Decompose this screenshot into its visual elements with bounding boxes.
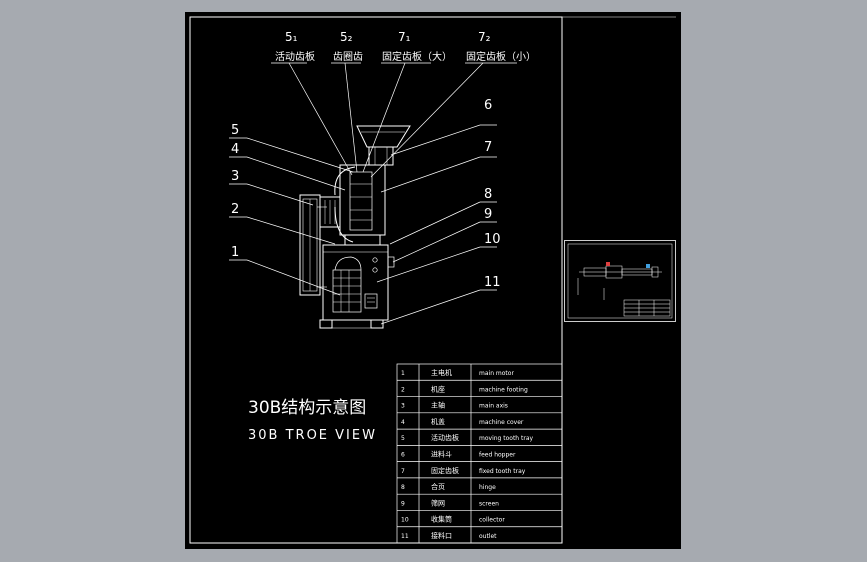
callout-11: 11: [484, 275, 501, 290]
label-7-2-num: 7₂: [478, 30, 491, 44]
table-cell-name: 机座: [431, 384, 445, 393]
table-cell-en: main motor: [479, 370, 514, 377]
table-row: 5 活动齿板 moving tooth tray: [401, 433, 534, 442]
label-7-1-text: 固定齿板（大）: [382, 50, 452, 63]
table-cell-no: 8: [401, 484, 405, 491]
callout-5: 5: [231, 123, 239, 138]
table-cell-name: 筛网: [431, 498, 445, 507]
label-7-1-num: 7₁: [398, 30, 411, 44]
callout-3: 3: [231, 169, 239, 184]
table-cell-no: 10: [401, 517, 409, 524]
callout-2: 2: [231, 202, 239, 217]
table-cell-en: moving tooth tray: [479, 435, 534, 442]
table-cell-en: collector: [479, 517, 505, 524]
table-cell-name: 合页: [431, 482, 445, 491]
table-cell-name: 固定齿板: [431, 466, 459, 475]
callout-7: 7: [484, 140, 492, 155]
callout-leaders: [229, 124, 497, 325]
table-cell-en: main axis: [479, 403, 508, 410]
table-cell-name: 活动齿板: [431, 433, 459, 442]
table-cell-no: 6: [401, 452, 405, 459]
callout-numbers: 5 4 3 2 1 6 7 8 9 10 11: [231, 98, 501, 290]
table-row: 11 接料口 outlet: [401, 531, 497, 540]
table-cell-en: feed hopper: [479, 452, 516, 459]
callout-4: 4: [231, 142, 239, 157]
label-5-2-text: 齿圈齿: [333, 51, 363, 63]
table-row: 1 主电机 main motor: [401, 368, 514, 377]
machine-drawing: [299, 125, 411, 329]
table-cell-no: 2: [401, 386, 405, 393]
table-row: 8 合页 hinge: [401, 482, 496, 491]
table-cell-name: 主电机: [431, 368, 452, 377]
table-cell-en: machine footing: [479, 386, 528, 393]
label-5-2-num: 5₂: [340, 30, 353, 44]
table-cell-no: 5: [401, 435, 405, 442]
table-cell-no: 3: [401, 403, 405, 410]
callout-6: 6: [484, 98, 492, 113]
table-row: 3 主轴 main axis: [401, 401, 508, 410]
table-cell-name: 接料口: [431, 531, 452, 540]
main-frame: [189, 16, 563, 544]
table-cell-en: screen: [479, 500, 499, 507]
thumbnail-sheet: [564, 240, 676, 322]
table-cell-name: 收集筒: [431, 515, 452, 524]
table-cell-name: 主轴: [431, 401, 445, 410]
table-cell-name: 机盖: [431, 417, 445, 426]
drawing-title-cn: 30B结构示意图: [248, 398, 366, 418]
parts-table: [396, 363, 563, 544]
top-labels: 5₁ 活动齿板 5₂ 齿圈齿 7₁ 固定齿板（大） 7₂ 固定齿板（小）: [271, 30, 536, 178]
drawing-title-en: 30B TROE VIEW: [248, 428, 377, 443]
table-cell-en: outlet: [479, 533, 497, 540]
table-row: 9 筛网 screen: [401, 498, 499, 507]
table-cell-en: machine cover: [479, 419, 524, 426]
callout-1: 1: [231, 245, 239, 260]
parts-table-rows: 1 主电机 main motor 2 机座 machine footing 3 主轴 main …: [397, 368, 562, 540]
table-cell-no: 11: [401, 533, 409, 540]
callout-10: 10: [484, 232, 501, 247]
table-cell-no: 7: [401, 468, 405, 475]
table-row: 6 进料斗 feed hopper: [401, 450, 516, 459]
drawing-sheet: 5₁ 活动齿板 5₂ 齿圈齿 7₁ 固定齿板（大） 7₂ 固定齿板（小）: [185, 12, 681, 549]
callout-9: 9: [484, 207, 492, 222]
table-cell-no: 4: [401, 419, 405, 426]
table-row: 7 固定齿板 fixed tooth tray: [401, 466, 526, 475]
table-cell-en: fixed tooth tray: [479, 468, 526, 475]
table-cell-en: hinge: [479, 484, 496, 491]
label-7-2-text: 固定齿板（小）: [466, 50, 536, 63]
table-cell-no: 1: [401, 370, 405, 377]
table-row: 4 机盖 machine cover: [401, 417, 524, 426]
table-row: 2 机座 machine footing: [401, 384, 528, 393]
table-cell-name: 进料斗: [431, 450, 452, 459]
label-5-1-num: 5₁: [285, 30, 298, 44]
table-row: 10 收集筒 collector: [401, 515, 505, 524]
callout-8: 8: [484, 187, 492, 202]
table-cell-no: 9: [401, 500, 405, 507]
label-5-1-text: 活动齿板: [275, 50, 315, 63]
